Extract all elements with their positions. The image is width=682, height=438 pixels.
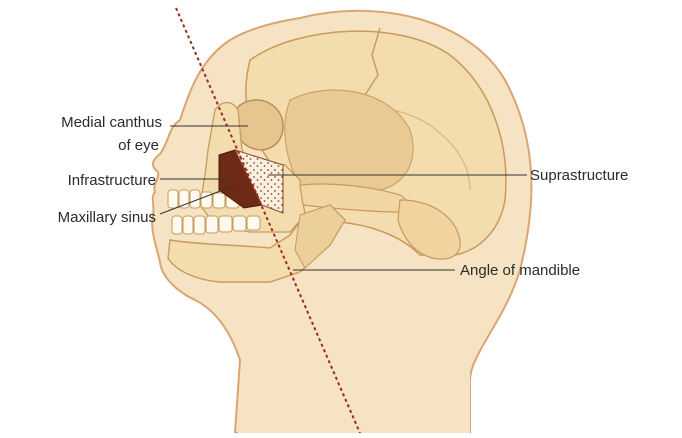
label-medial-canthus-line2: of eye [118, 137, 159, 154]
label-suprastructure: Suprastructure [530, 167, 628, 184]
label-angle-of-mandible: Angle of mandible [460, 262, 580, 279]
orbit [235, 100, 283, 150]
label-infrastructure: Infrastructure [68, 172, 156, 189]
label-maxillary-sinus: Maxillary sinus [58, 209, 156, 226]
label-medial-canthus-line1: Medial canthus [61, 114, 162, 131]
